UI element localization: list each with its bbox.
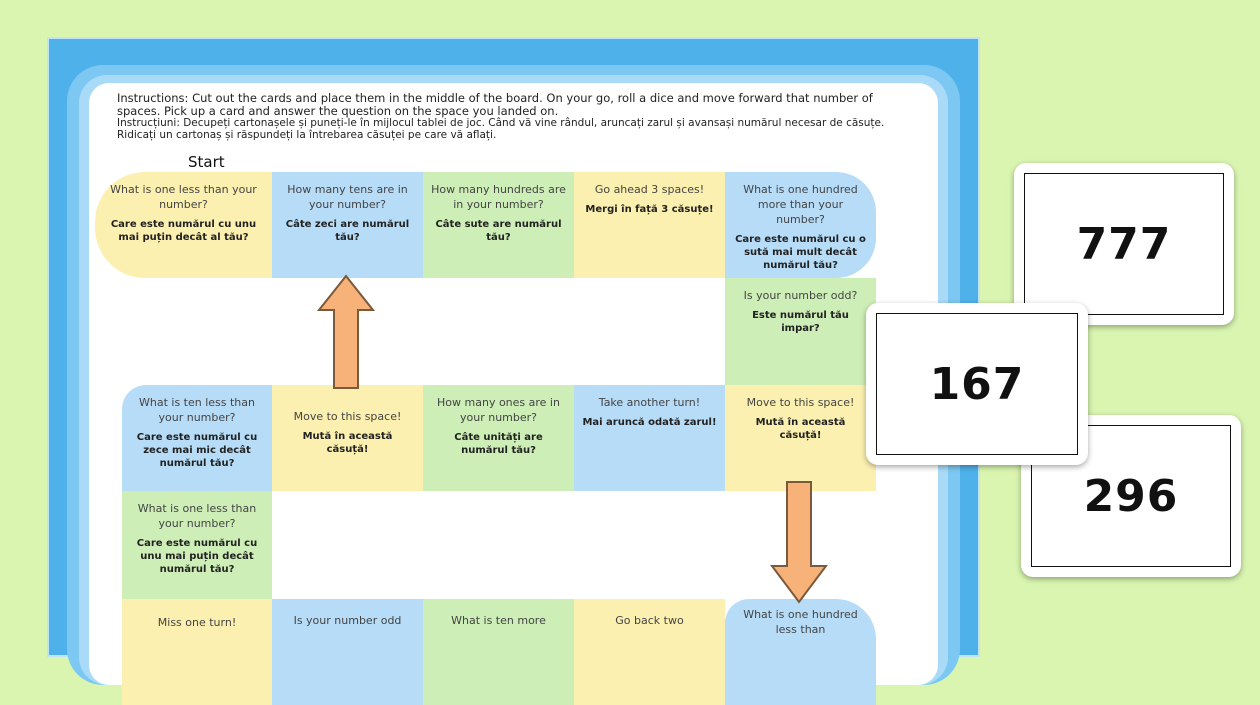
space-question-ro: Care este numărul cu zece mai mic decât … xyxy=(136,432,258,469)
space-question-en: Is your number odd xyxy=(293,614,402,627)
board-space: Miss one turn! xyxy=(122,599,272,705)
space-question-ro: Mergi în față 3 căsuțe! xyxy=(585,204,714,215)
space-question-en: What is ten less than your number? xyxy=(138,396,255,424)
instructions: Instructions: Cut out the cards and plac… xyxy=(117,92,917,141)
number-card: 296 xyxy=(1021,415,1241,577)
number-card-border: 167 xyxy=(876,313,1078,455)
space-question-en: What is one hundred more than your numbe… xyxy=(743,183,858,226)
board-space: Go ahead 3 spaces! Mergi în față 3 căsuț… xyxy=(574,172,725,278)
space-question-ro: Mută în această căsuță! xyxy=(302,431,393,455)
space-question-en: What is one less than your number? xyxy=(110,183,257,211)
start-label: Start xyxy=(188,153,225,171)
space-question-en: Take another turn! xyxy=(598,396,701,409)
instructions-english: Instructions: Cut out the cards and plac… xyxy=(117,91,873,118)
space-question-ro: Câte zeci are numărul tău? xyxy=(285,219,410,243)
arrow-down-icon xyxy=(770,481,828,604)
board-space: How many hundreds are in your number? Câ… xyxy=(423,172,574,278)
space-question-ro: Mai aruncă odată zarul! xyxy=(582,417,717,428)
board-paper: Instructions: Cut out the cards and plac… xyxy=(89,83,938,705)
arrow-up-icon xyxy=(317,274,375,389)
space-question-en: Move to this space! xyxy=(746,396,855,409)
space-question-en: What is one less than your number? xyxy=(137,502,257,530)
space-question-en: How many hundreds are in your number? xyxy=(431,183,566,211)
space-question-en: Move to this space! xyxy=(293,410,402,423)
board-frame-inner: Instructions: Cut out the cards and plac… xyxy=(79,75,948,705)
board-space: What is one less than your number? Care … xyxy=(95,172,272,278)
space-question-ro: Mută în această căsuță! xyxy=(755,417,846,441)
number-card-border: 777 xyxy=(1024,173,1224,315)
board-space: Move to this space! Mută în această căsu… xyxy=(272,385,423,491)
instructions-romanian: Instrucțiuni: Decupeți cartonașele și pu… xyxy=(117,117,885,141)
board-space: What is ten more xyxy=(423,599,574,705)
space-question-en: Is your number odd? xyxy=(743,289,858,302)
board-space: Move to this space! Mută în această căsu… xyxy=(725,385,876,491)
board-space: Take another turn! Mai aruncă odată zaru… xyxy=(574,385,725,491)
board-space: Is your number odd? Este numărul tău imp… xyxy=(725,278,876,385)
board-space: Is your number odd xyxy=(272,599,423,705)
space-question-en: Go back two xyxy=(615,614,684,627)
space-question-ro: Câte sute are numărul tău? xyxy=(435,219,562,243)
number-card-value: 167 xyxy=(929,358,1025,410)
space-question-en: What is ten more xyxy=(451,614,546,627)
number-card-border: 296 xyxy=(1031,425,1231,567)
board-frame-outer: Instructions: Cut out the cards and plac… xyxy=(67,65,960,705)
board-space: What is one hundred more than your numbe… xyxy=(725,172,876,278)
space-question-en: Go ahead 3 spaces! xyxy=(594,183,705,196)
space-question-ro: Care este numărul cu o sută mai mult dec… xyxy=(735,234,866,271)
board-space: Go back two xyxy=(574,599,725,705)
space-question-ro: Care este numărul cu unu mai puțin decât… xyxy=(136,538,258,575)
space-question-en: Miss one turn! xyxy=(157,616,237,629)
number-card-value: 777 xyxy=(1076,218,1172,270)
board-space: What is ten less than your number? Care … xyxy=(122,385,272,491)
board-space: How many tens are in your number? Câte z… xyxy=(272,172,423,278)
number-card-value: 296 xyxy=(1083,470,1179,522)
number-card: 777 xyxy=(1014,163,1234,325)
board-space: How many ones are in your number? Câte u… xyxy=(423,385,574,491)
space-question-ro: Este numărul tău impar? xyxy=(752,310,849,334)
space-question-ro: Câte unități are numărul tău? xyxy=(454,432,543,456)
space-question-en: How many tens are in your number? xyxy=(287,183,408,211)
space-question-en: How many ones are in your number? xyxy=(437,396,560,424)
board-space: What is one hundred less than xyxy=(725,599,876,705)
number-card: 167 xyxy=(866,303,1088,465)
board-space: What is one less than your number? Care … xyxy=(122,491,272,599)
space-question-ro: Care este numărul cu unu mai puțin decât… xyxy=(110,219,257,243)
game-board-sheet: Instructions: Cut out the cards and plac… xyxy=(47,37,980,705)
space-question-en: What is one hundred less than xyxy=(743,608,858,636)
